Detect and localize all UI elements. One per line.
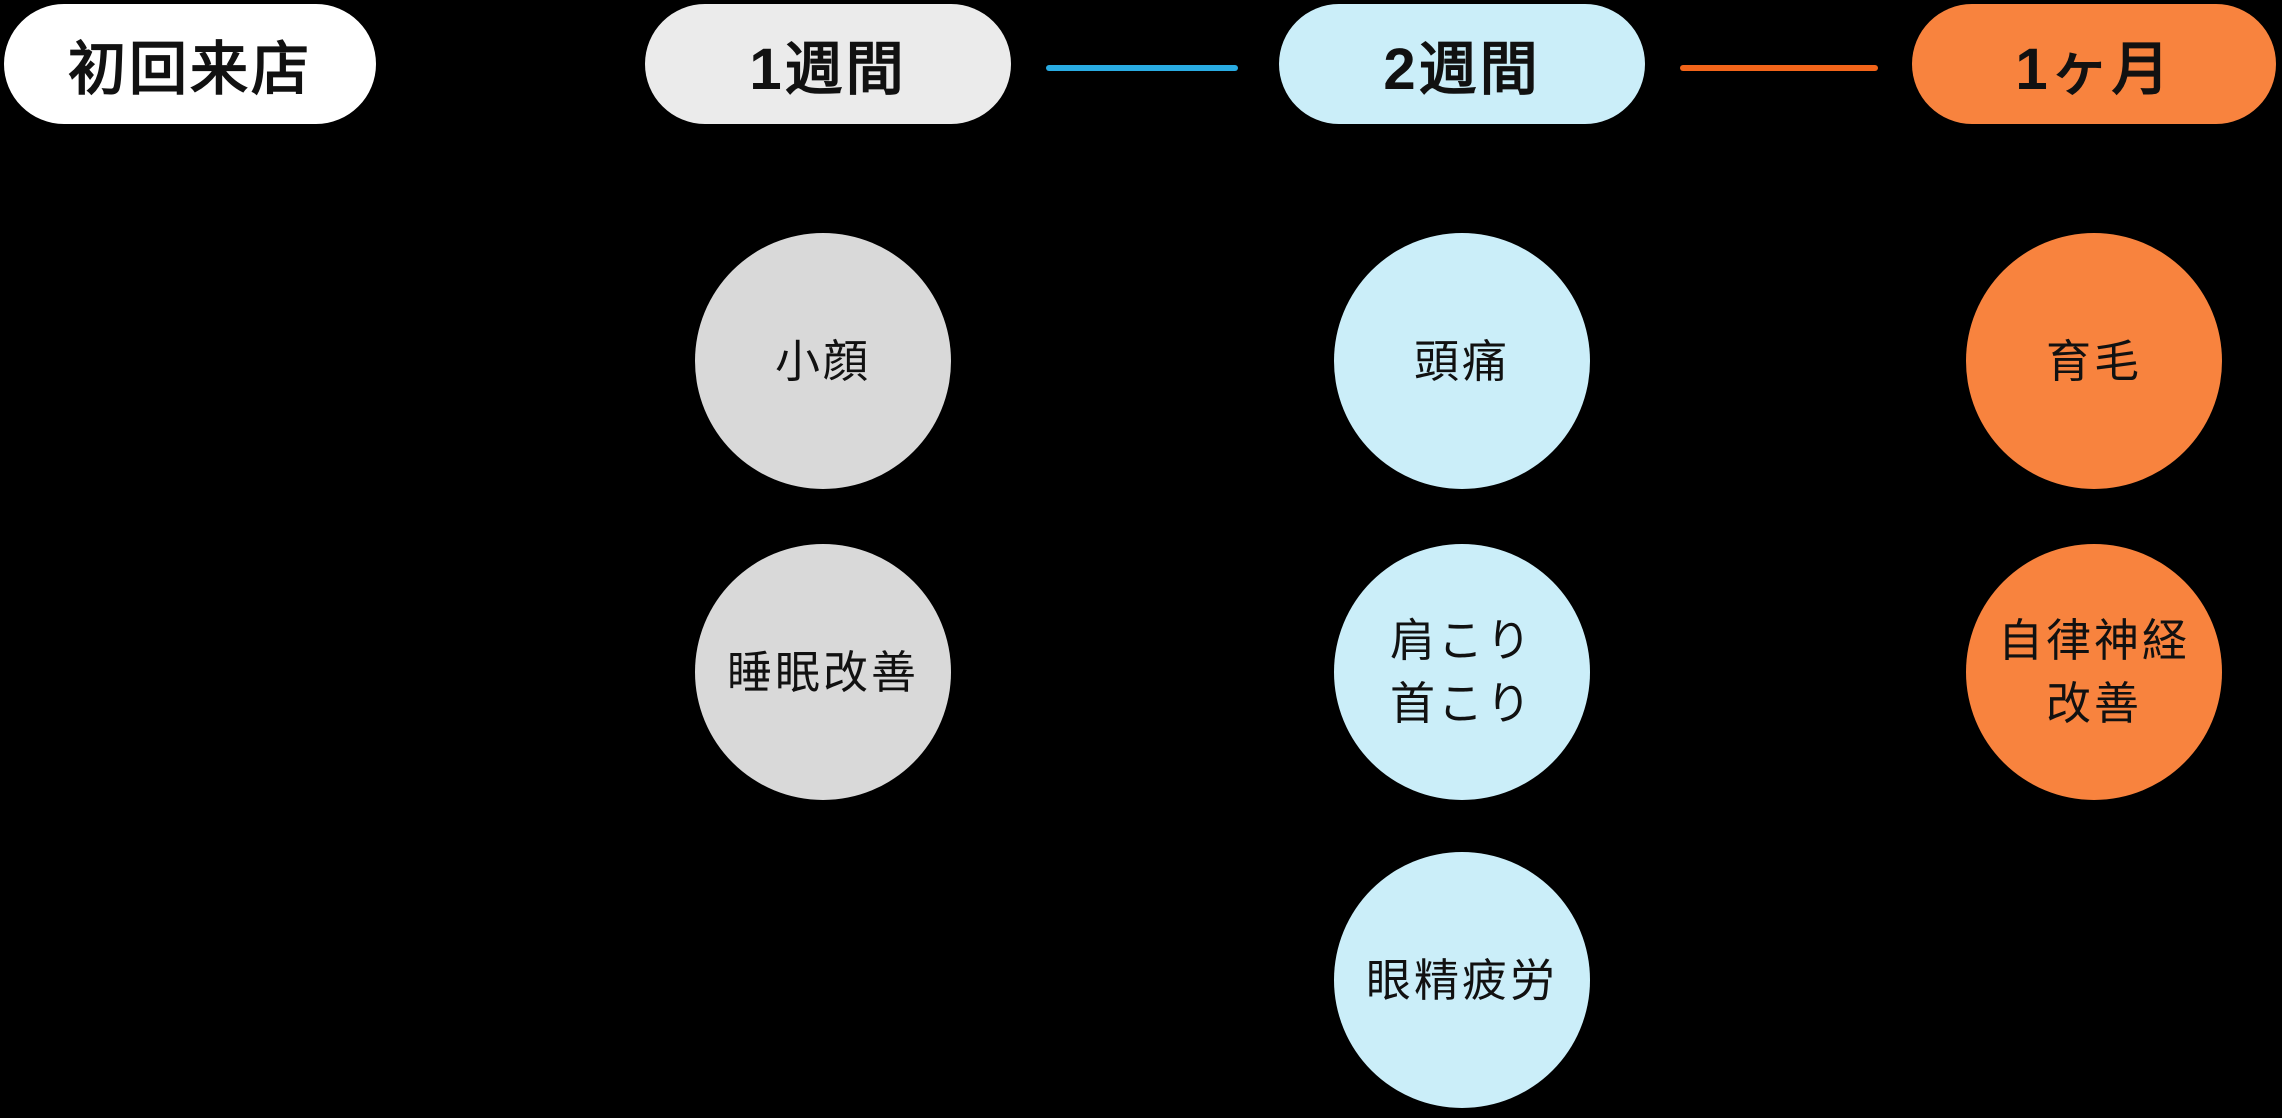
effect-circle-sleep-improvement: 睡眠改善 <box>695 544 951 800</box>
effect-circle-hair-growth: 育毛 <box>1966 233 2222 489</box>
stage-pill-2-weeks: 2週間 <box>1279 4 1645 124</box>
stage-pill-1-week: 1週間 <box>645 4 1011 124</box>
effect-circle-autonomic-nerve-improvement: 自律神経 改善 <box>1966 544 2222 800</box>
effect-circle-eye-strain: 眼精疲労 <box>1334 852 1590 1108</box>
start-visit-pill: 初回来店 <box>4 4 376 124</box>
effect-circle-headache: 頭痛 <box>1334 233 1590 489</box>
connector-1week-to-2week <box>1046 65 1238 71</box>
stage-pill-1-month: 1ヶ月 <box>1912 4 2276 124</box>
connector-2week-to-1month <box>1680 65 1878 71</box>
effect-circle-shoulder-neck-stiffness: 肩こり 首こり <box>1334 544 1590 800</box>
effect-circle-small-face: 小顔 <box>695 233 951 489</box>
